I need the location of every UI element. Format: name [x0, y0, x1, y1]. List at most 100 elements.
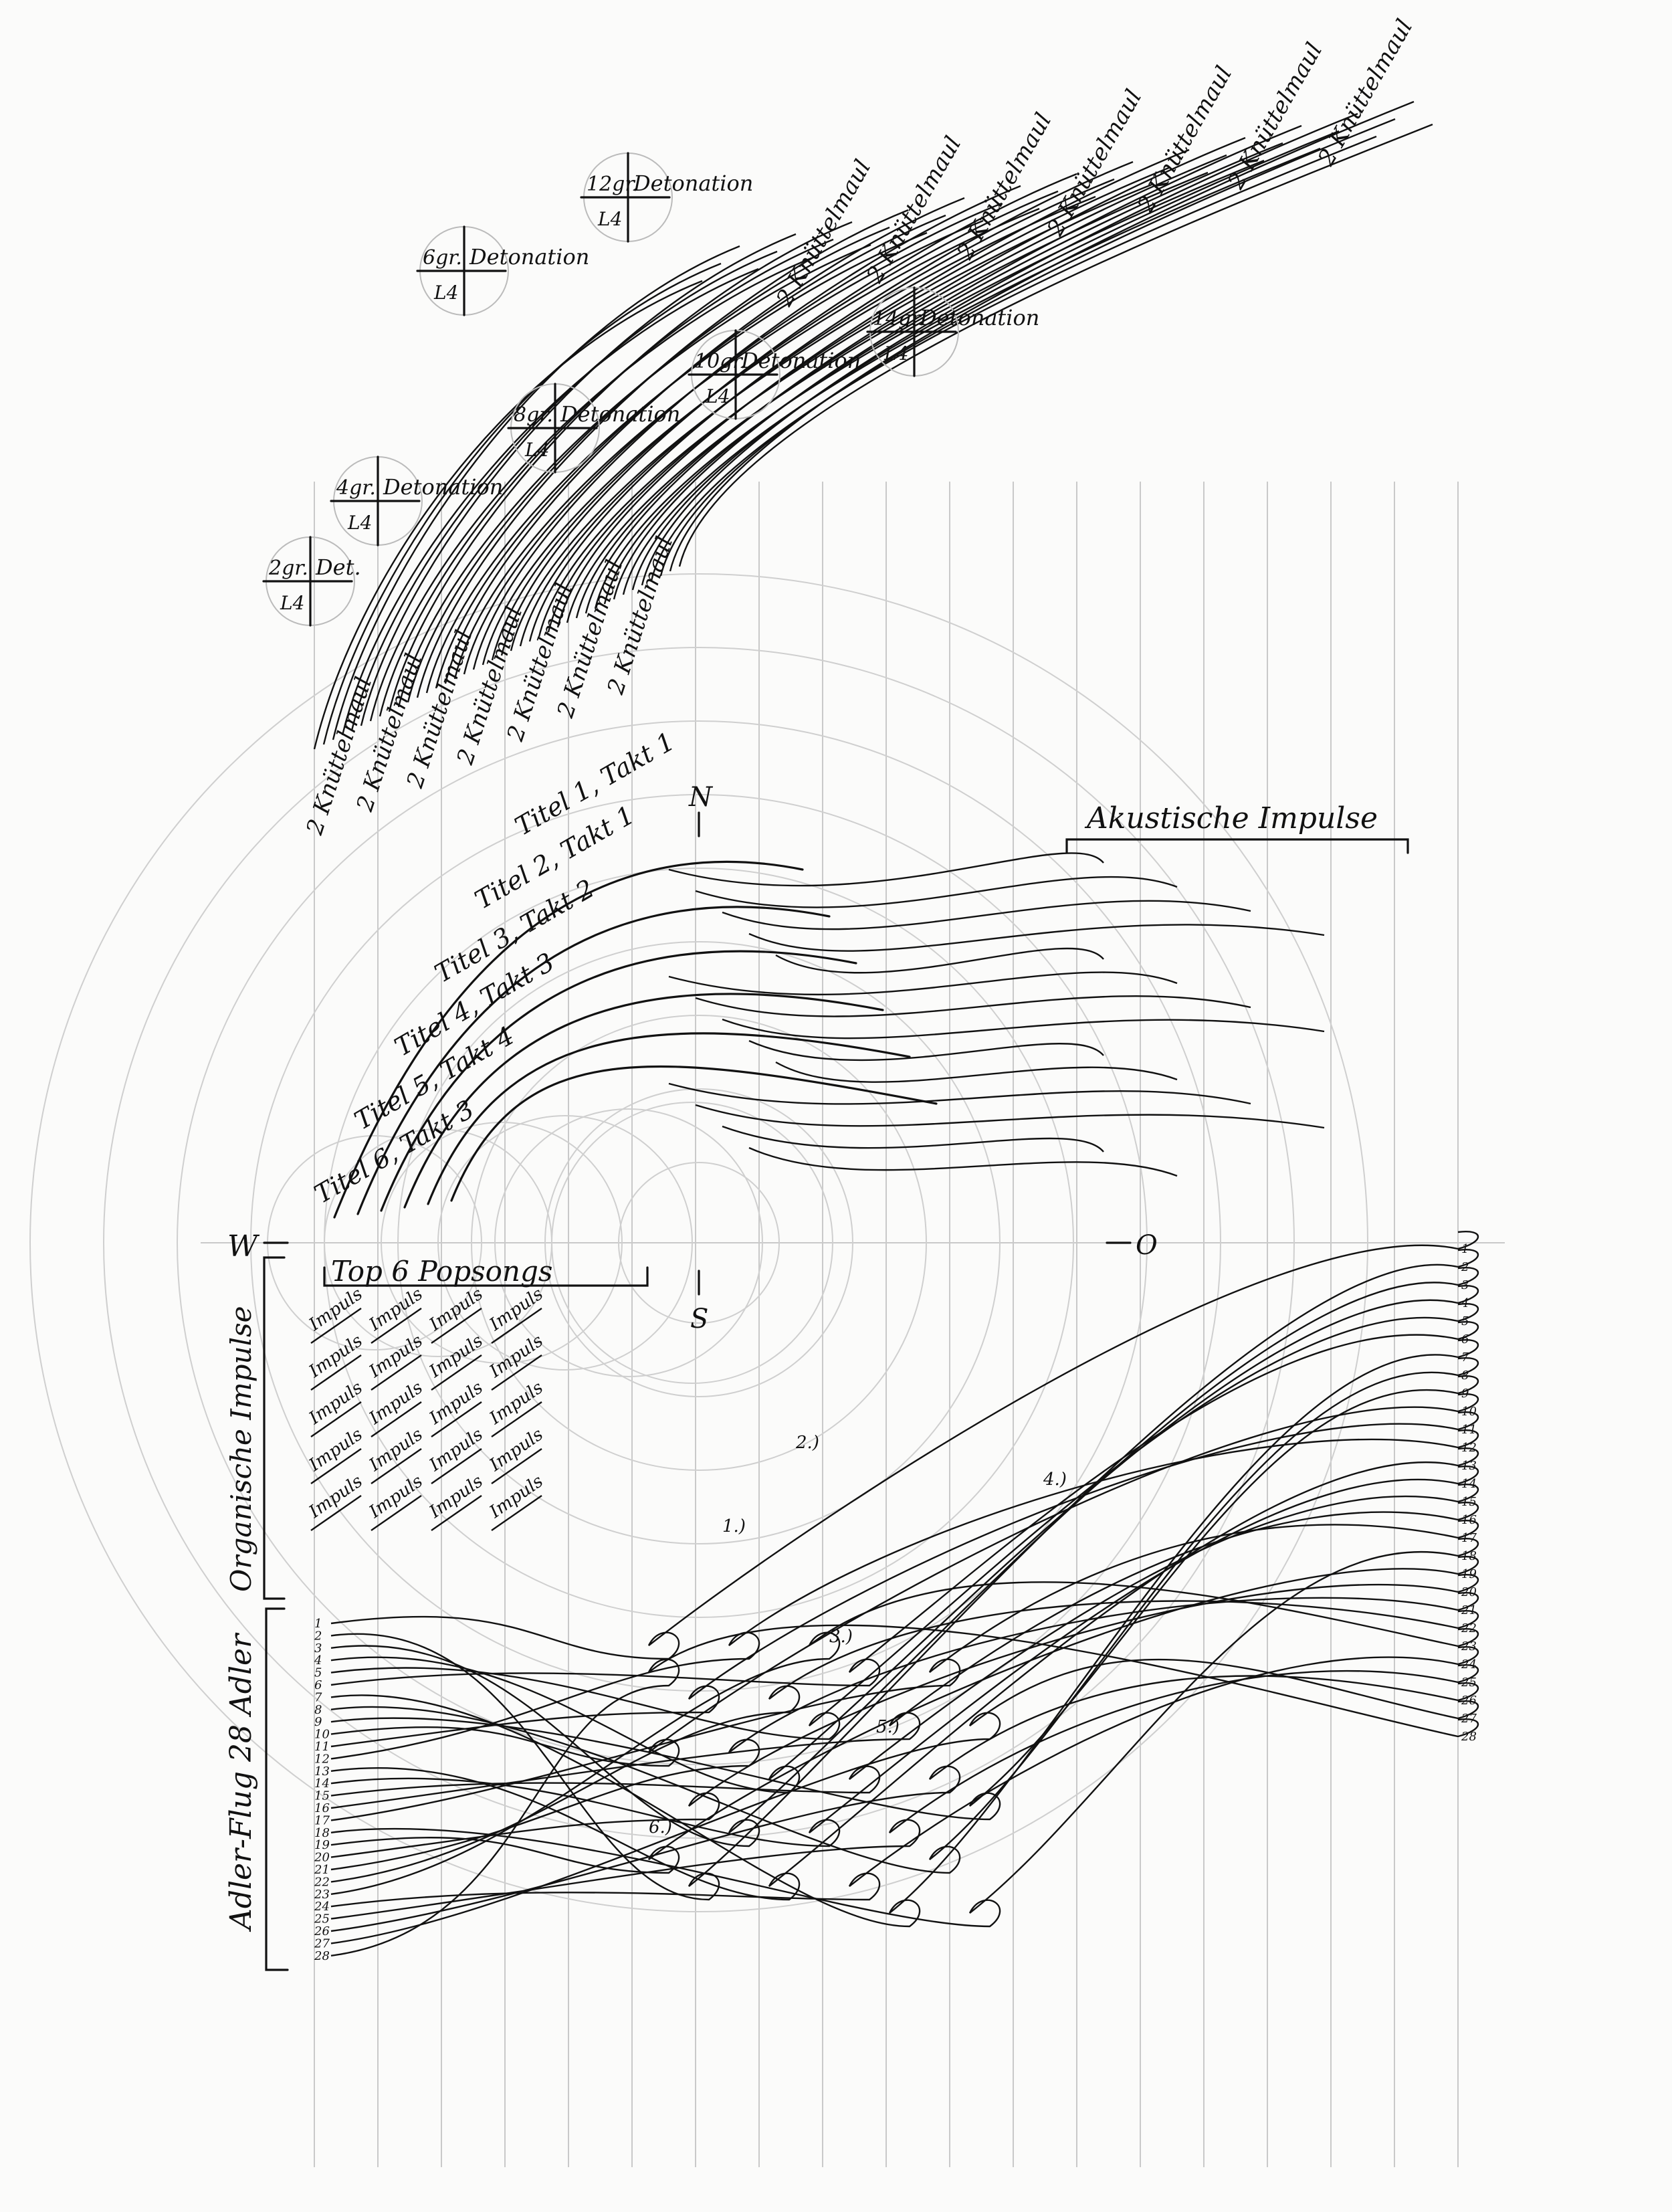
fan-line	[556, 148, 1190, 628]
eagle-start-number: 13	[314, 1765, 330, 1779]
impulse-mark: Impuls	[425, 1284, 487, 1336]
eagle-path	[330, 1466, 1479, 1847]
eagle-path	[330, 1267, 1479, 1847]
ring	[177, 720, 1221, 1765]
eagle-path	[330, 1538, 1479, 1928]
fan-line	[585, 136, 1246, 614]
detonation-label: Detonation	[633, 171, 753, 196]
eagle-start-number: 2	[314, 1629, 322, 1643]
eagle-start-number: 5	[314, 1666, 322, 1680]
ring	[494, 1108, 763, 1377]
impulse-stroke	[431, 1401, 482, 1437]
detonation-charge: 12gr.	[587, 173, 639, 196]
ring	[397, 941, 1001, 1544]
impulse-stroke	[310, 1308, 362, 1344]
fan-line	[678, 123, 1433, 567]
impulse-mark: Impuls	[486, 1425, 547, 1476]
fan-line	[631, 130, 1340, 591]
eagle-start-numbers: 1234567891011121314151617181920212223242…	[314, 1617, 330, 1963]
impulse-mark: Impuls	[365, 1425, 427, 1476]
eagle-start-number: 20	[314, 1851, 330, 1865]
impulse-stroke	[491, 1448, 542, 1484]
eagle-path	[330, 1658, 1479, 1944]
eagle-path	[330, 1581, 1479, 1895]
eagle-start-number: 8	[314, 1703, 322, 1717]
impulse-stroke	[310, 1401, 362, 1437]
organic-impulses-label: Organische Impulse	[225, 1306, 257, 1592]
impulse-stroke	[491, 1401, 542, 1437]
fan-line	[659, 118, 1396, 577]
fan-line	[379, 238, 834, 717]
detonation-code: L4	[705, 385, 730, 407]
ring	[381, 1122, 623, 1364]
eagle-path	[330, 1375, 1479, 1821]
fan-line	[425, 231, 928, 694]
fan-line	[566, 171, 1209, 623]
eagle-end-number: 12	[1461, 1441, 1477, 1455]
eagle-marker: 6.)	[649, 1817, 672, 1837]
eagle-end-number: 18	[1461, 1549, 1477, 1563]
detonation-code: L4	[280, 592, 304, 614]
acoustic-bracket	[1065, 838, 1409, 854]
knall-label: 2 Knüttelmaul	[451, 603, 528, 769]
eagle-start-number: 23	[314, 1888, 330, 1902]
eagle-end-number: 22	[1461, 1621, 1477, 1635]
compass-south: S	[690, 1304, 708, 1334]
eagle-path	[330, 1484, 1479, 1797]
impulse-stroke	[310, 1495, 362, 1531]
detonation-label: Detonation	[740, 348, 861, 373]
eagle-path	[330, 1600, 1479, 1883]
popsongs-bracket	[323, 1266, 649, 1287]
fan-line	[594, 159, 1265, 609]
eagle-end-number: 17	[1461, 1531, 1477, 1545]
fan-line	[575, 154, 1227, 619]
acoustic-line	[668, 852, 1104, 887]
organic-bracket	[263, 1256, 286, 1600]
eagle-end-number: 11	[1461, 1423, 1477, 1437]
detonation-charge: 6gr.	[423, 246, 462, 270]
ring	[544, 1088, 853, 1397]
concentric-circles	[29, 573, 1368, 1912]
eagle-path	[330, 1357, 1479, 1874]
detonation-charge: 10gr.	[694, 350, 746, 373]
acoustic-line	[668, 971, 1178, 996]
eagle-end-numbers: 1234567891011121314151617181920212223242…	[1461, 1242, 1477, 1744]
eagle-start-number: 17	[314, 1813, 330, 1827]
eagle-path	[330, 1447, 1479, 1901]
eagle-path	[330, 1502, 1479, 1809]
knall-label: 2 Knüttelmaul	[401, 627, 478, 792]
eagle-start-number: 11	[314, 1740, 330, 1754]
title-arc	[427, 1032, 911, 1205]
impulse-mark: Impuls	[365, 1331, 427, 1383]
ring	[29, 573, 1368, 1912]
eagle-path	[330, 1624, 1479, 1956]
detonation-label: Detonation	[469, 244, 589, 270]
detonation-code: L4	[597, 208, 622, 230]
ring	[437, 1115, 693, 1371]
impulse-mark: Impuls	[365, 1378, 427, 1429]
eagle-end-number: 26	[1461, 1694, 1477, 1708]
fan-line	[472, 185, 1021, 670]
acoustic-impulses-label: Akustische Impulse	[1084, 801, 1378, 835]
acoustic-line	[668, 1082, 1251, 1105]
impulse-mark: Impuls	[425, 1425, 487, 1476]
detonation-label: Det.	[315, 555, 361, 580]
detonation-code: L4	[347, 512, 372, 534]
ring	[103, 647, 1295, 1839]
eagle-start-number: 16	[314, 1801, 330, 1815]
fan-line	[397, 243, 871, 708]
eagle-start-number: 4	[314, 1653, 322, 1668]
acoustic-line	[775, 1061, 1178, 1083]
eagle-start-number: 15	[314, 1789, 330, 1803]
detonation-code: L4	[524, 439, 549, 461]
eagle-marker: 3.)	[829, 1627, 853, 1647]
eagle-end-number: 28	[1461, 1730, 1477, 1744]
eagle-start-number: 9	[314, 1715, 322, 1729]
eagle-end-number: 14	[1461, 1477, 1477, 1491]
eagle-markers: 1.)2.)3.)4.)5.)6.)	[649, 1433, 1067, 1837]
eagle-start-number: 7	[314, 1690, 322, 1704]
eagle-start-number: 18	[314, 1826, 330, 1840]
eagle-path	[330, 1556, 1479, 1874]
